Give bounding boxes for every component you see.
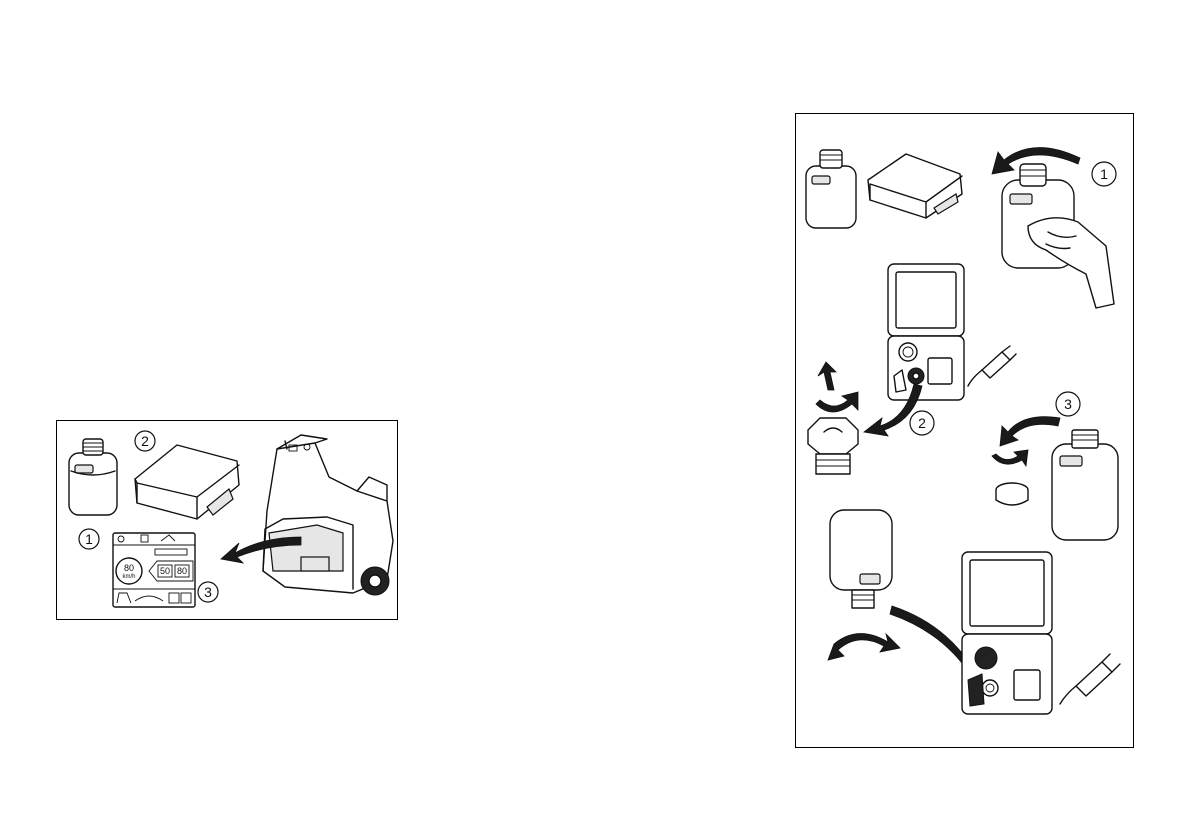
speed-limit-unit: km/h <box>122 574 135 580</box>
callout-2: 2 <box>910 411 934 435</box>
step-3-bottle-illustration <box>1052 430 1118 540</box>
callout-1: 1 <box>79 529 99 549</box>
kit-location-figure: 80 km/h 50 80 1 2 3 <box>56 420 398 620</box>
screw-in-arrow-icon <box>828 633 900 660</box>
vehicle-open-tailgate-illustration <box>263 435 393 595</box>
svg-text:1: 1 <box>1100 166 1108 182</box>
svg-text:2: 2 <box>141 433 149 449</box>
lift-arrow-icon <box>818 362 836 390</box>
svg-text:1: 1 <box>85 531 93 547</box>
front-pressure-value: 50 <box>160 566 170 576</box>
svg-text:3: 3 <box>204 584 212 600</box>
compressor-case-illustration <box>868 154 962 218</box>
step-2-compressor-open-illustration <box>888 264 964 400</box>
svg-text:3: 3 <box>1064 396 1072 412</box>
callout-3: 3 <box>198 582 218 602</box>
unscrew-arrow-icon <box>816 392 858 412</box>
unscrew-arrow-icon <box>992 450 1028 466</box>
callout-2: 2 <box>135 431 155 451</box>
inverted-bottle-illustration <box>830 510 892 608</box>
power-plug-illustration <box>1060 654 1120 704</box>
rotate-arrow-icon <box>1000 417 1060 446</box>
compressor-case-illustration <box>135 445 239 519</box>
step-1-bottle-in-hand-illustration <box>1002 164 1114 308</box>
callout-1: 1 <box>1092 162 1116 186</box>
rear-pressure-value: 80 <box>177 566 187 576</box>
sealant-connection-figure: 1 <box>795 113 1134 748</box>
sealant-bottle-illustration <box>806 150 856 228</box>
power-plug-illustration <box>968 346 1016 386</box>
bottle-cap-illustration <box>996 483 1028 505</box>
callout-3: 3 <box>1056 392 1080 416</box>
tire-information-label: 80 km/h 50 80 <box>113 533 195 607</box>
sealant-bottle-illustration <box>69 439 117 515</box>
speed-limit-value: 80 <box>124 563 134 573</box>
valve-cap-illustration <box>808 418 858 474</box>
step-4-compressor-illustration <box>962 552 1052 714</box>
svg-text:2: 2 <box>918 415 926 431</box>
